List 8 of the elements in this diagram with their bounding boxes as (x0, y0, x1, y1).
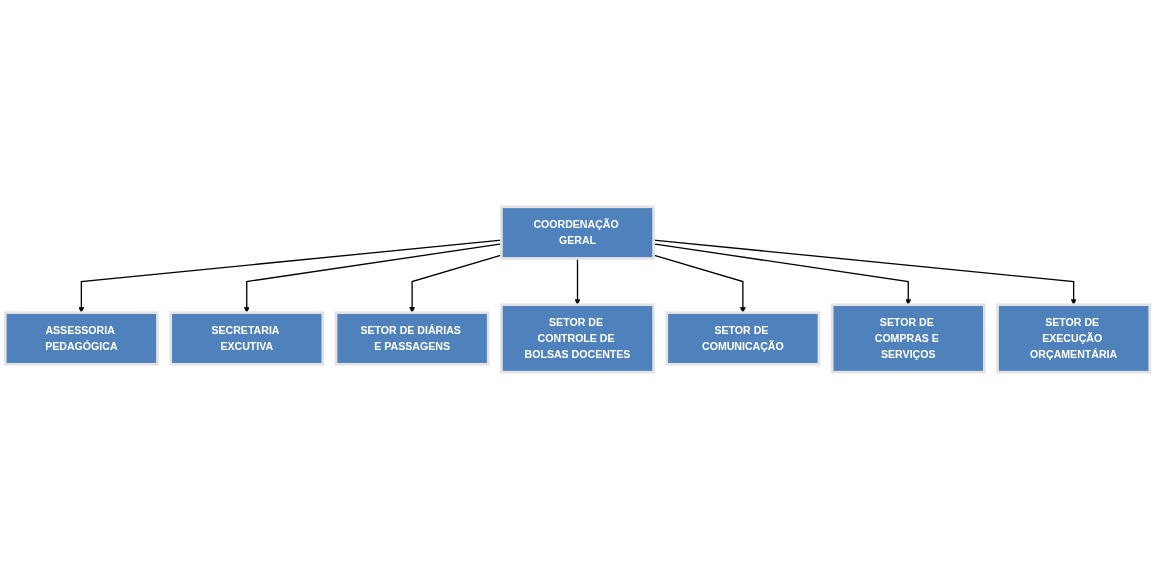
node-box: SETOR DE CONTROLE DE BOLSAS DOCENTES (500, 303, 655, 374)
node-box: SECRETARIA EXCUTIVA (169, 311, 325, 366)
node-box: SETOR DE EXECUÇÃO ORÇAMENTÁRIA (996, 303, 1152, 374)
node-box: COORDENAÇÃO GERAL (500, 205, 655, 260)
node-box: ASSESSORIA PEDAGÓGICA (3, 311, 159, 366)
node-box: SETOR DE DIÁRIAS E PASSAGENS (334, 311, 490, 366)
node-box: SETOR DE COMPRAS E SERVIÇOS (830, 303, 986, 374)
node-box: SETOR DE COMUNICAÇÃO (665, 311, 821, 366)
